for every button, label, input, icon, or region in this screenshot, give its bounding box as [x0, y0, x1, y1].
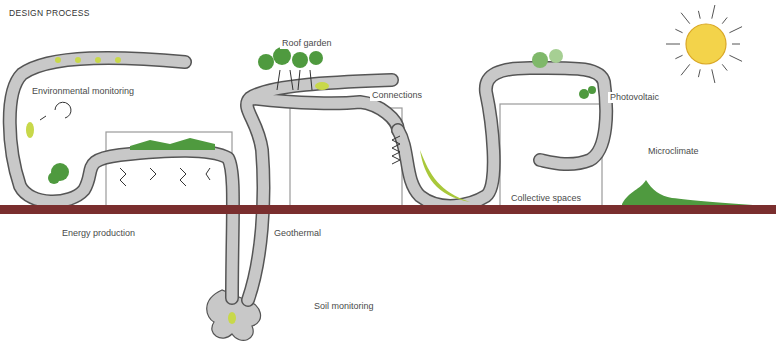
- annotation-label: Environmental monitoring: [30, 86, 136, 97]
- sun-ray: [698, 11, 700, 19]
- building: [290, 108, 402, 208]
- sun-ray: [681, 13, 690, 24]
- sun-ray: [729, 27, 742, 33]
- annotation-label: Soil monitoring: [312, 301, 376, 312]
- annotation-label: Energy production: [60, 228, 137, 239]
- sun-ray: [675, 55, 682, 58]
- sun-ray: [729, 55, 742, 61]
- sun-ray: [698, 69, 700, 77]
- building: [106, 132, 232, 208]
- sun-ray: [681, 64, 690, 75]
- annotation-label: Photovoltaic: [608, 92, 661, 103]
- diagram-title: DESIGN PROCESS: [9, 8, 90, 19]
- sun-ray: [675, 29, 682, 32]
- sun-ray: [732, 44, 740, 45]
- ground-band: [0, 205, 776, 214]
- annotation-label: Connections: [370, 90, 424, 101]
- sun-ray: [722, 17, 727, 23]
- annotation-label: Geothermal: [272, 228, 323, 239]
- sun-ray: [722, 64, 727, 70]
- sun: [686, 24, 726, 64]
- sun-ray: [712, 5, 715, 19]
- annotation-label: Roof garden: [280, 38, 334, 49]
- annotation-label: Microclimate: [646, 146, 701, 157]
- annotation-label: Collective spaces: [509, 193, 583, 204]
- sun-ray: [712, 69, 715, 83]
- sun-ray: [666, 44, 680, 45]
